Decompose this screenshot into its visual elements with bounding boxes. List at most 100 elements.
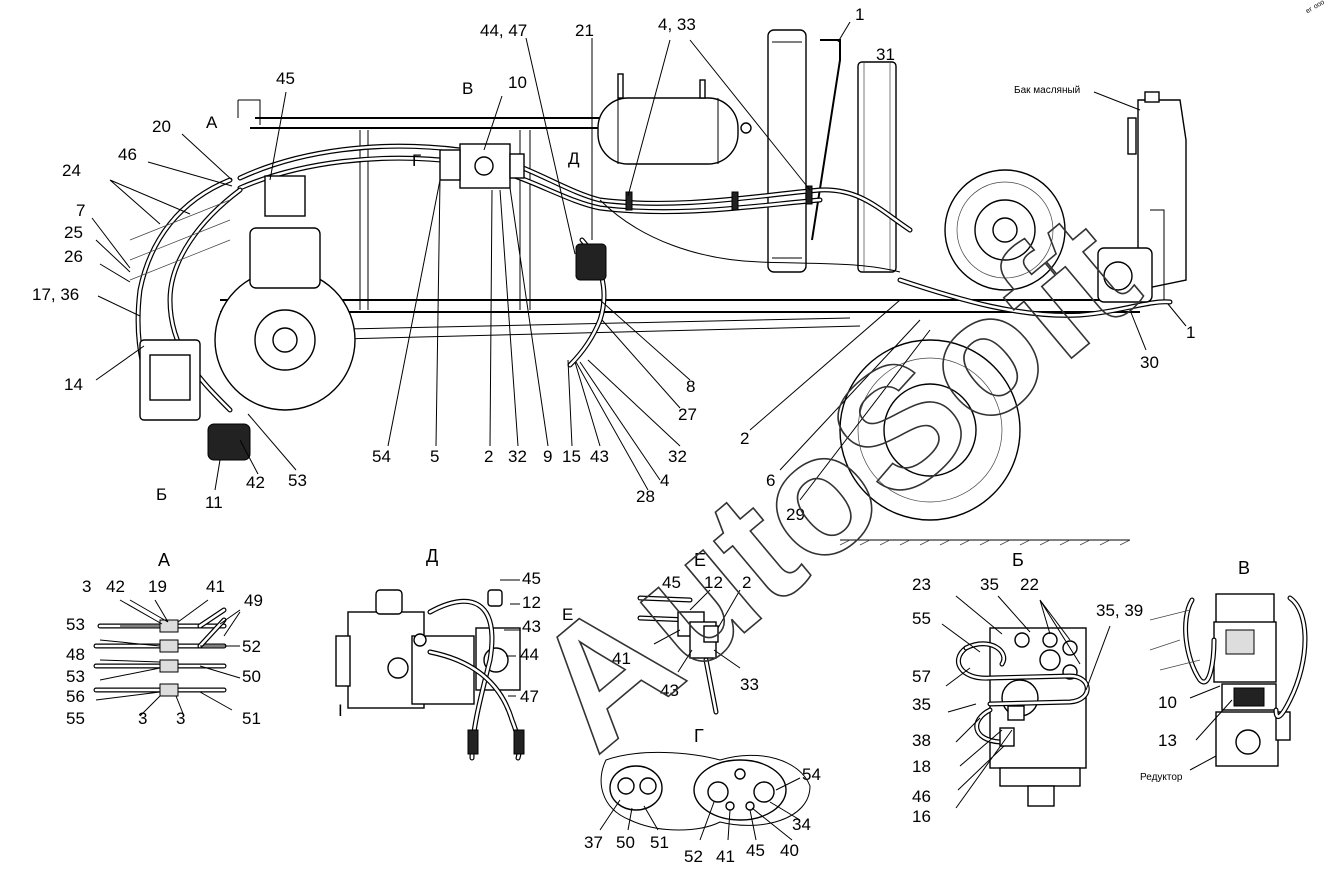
- label-25: 25: [64, 223, 83, 242]
- ve-label-43: 43: [660, 681, 679, 700]
- label-15: 15: [562, 447, 581, 466]
- label-9: 9: [543, 447, 552, 466]
- ve-label-45: 45: [662, 573, 681, 592]
- vg-label-50: 50: [616, 833, 635, 852]
- label-45: 45: [276, 69, 295, 88]
- radiator: [767, 29, 807, 273]
- vv-label-10: 10: [1158, 693, 1177, 712]
- label-43: 43: [590, 447, 609, 466]
- label-32a: 32: [508, 447, 527, 466]
- view-a-title: А: [158, 550, 170, 570]
- label-view-v: В: [462, 79, 473, 98]
- label-2b: 2: [740, 429, 749, 448]
- vd-label-43: 43: [522, 617, 541, 636]
- tank-label: Бак масляный: [1014, 85, 1080, 96]
- main-assembly: [91, 21, 1187, 546]
- receiver-tank: [597, 97, 739, 165]
- vb-label-22: 22: [1020, 575, 1039, 594]
- vg-label-40: 40: [780, 841, 799, 860]
- view-g-title: Г: [694, 726, 704, 746]
- label-10: 10: [508, 73, 527, 92]
- vb-label-46: 46: [912, 787, 931, 806]
- view-e: Е 45 12 2 41 43 33: [612, 550, 759, 715]
- vg-label-54: 54: [802, 765, 821, 784]
- vd-label-e: Е: [562, 605, 573, 624]
- view-b: Б 23 35 22 35, 39 55 57 35 38 18 46 16: [912, 550, 1143, 826]
- vv-label-13: 13: [1158, 731, 1177, 750]
- va-label-41: 41: [206, 577, 225, 596]
- vb-label-23: 23: [912, 575, 931, 594]
- label-view-b: Б: [156, 485, 167, 504]
- va-label-53a: 53: [66, 615, 85, 634]
- view-g: Г 54 34 37 50 51 52 41 45 40: [584, 726, 821, 866]
- vg-label-52: 52: [684, 847, 703, 866]
- vb-label-38: 38: [912, 731, 931, 750]
- view-v: В 10 13 Редуктор: [1140, 558, 1308, 783]
- view-d: Д 45 12 43 Е 44 47 I: [335, 546, 573, 761]
- vd-label-i: I: [338, 701, 343, 720]
- va-label-3b: 3: [138, 709, 147, 728]
- label-54: 54: [372, 447, 391, 466]
- va-label-52: 52: [242, 637, 261, 656]
- va-label-56: 56: [66, 687, 85, 706]
- main-labels: 1 31 4, 33 21 44, 47 В 10 45 А 20 46 Г Д…: [32, 5, 1195, 524]
- ve-label-41: 41: [612, 649, 631, 668]
- vg-label-41: 41: [716, 847, 735, 866]
- vg-label-37: 37: [584, 833, 603, 852]
- ve-label-2: 2: [742, 573, 751, 592]
- va-label-50: 50: [242, 667, 261, 686]
- view-v-title: В: [1238, 558, 1250, 578]
- label-6: 6: [766, 471, 775, 490]
- label-44-47: 44, 47: [480, 21, 527, 40]
- va-label-49: 49: [244, 591, 263, 610]
- va-label-3c: 3: [176, 709, 185, 728]
- label-26: 26: [64, 247, 83, 266]
- label-20: 20: [152, 117, 171, 136]
- vb-label-57: 57: [912, 667, 931, 686]
- label-4-33: 4, 33: [658, 15, 696, 34]
- motor-11: [207, 423, 251, 461]
- ve-label-12: 12: [704, 573, 723, 592]
- label-28: 28: [636, 487, 655, 506]
- vv-label-reducer: Редуктор: [1140, 772, 1183, 783]
- label-2a: 2: [484, 447, 493, 466]
- label-8: 8: [686, 377, 695, 396]
- va-label-19: 19: [148, 577, 167, 596]
- vb-label-18: 18: [912, 757, 931, 776]
- vb-label-16: 16: [912, 807, 931, 826]
- label-31: 31: [876, 45, 895, 64]
- label-1-right: 1: [1186, 323, 1195, 342]
- vg-label-34: 34: [792, 815, 811, 834]
- vb-label-35a: 35: [980, 575, 999, 594]
- label-53: 53: [288, 471, 307, 490]
- view-e-title: Е: [694, 550, 706, 570]
- view-d-title: Д: [426, 546, 438, 566]
- label-view-d: Д: [568, 149, 580, 168]
- label-4b: 4: [660, 471, 669, 490]
- va-label-48: 48: [66, 645, 85, 664]
- va-label-3a: 3: [82, 577, 91, 596]
- vd-label-45: 45: [522, 569, 541, 588]
- label-42: 42: [246, 473, 265, 492]
- label-27: 27: [678, 405, 697, 424]
- label-view-a: А: [206, 113, 218, 132]
- label-32b: 32: [668, 447, 687, 466]
- label-17-36: 17, 36: [32, 285, 79, 304]
- vd-label-44: 44: [520, 645, 539, 664]
- label-30: 30: [1140, 353, 1159, 372]
- label-5: 5: [430, 447, 439, 466]
- vb-label-55: 55: [912, 609, 931, 628]
- va-label-51: 51: [242, 709, 261, 728]
- vg-label-51: 51: [650, 833, 669, 852]
- label-24: 24: [62, 161, 81, 180]
- view-a: А 3 42 19 41 49 53 52 48 53 50 56 55 3 3…: [66, 550, 263, 728]
- vd-label-12: 12: [522, 593, 541, 612]
- label-1-top: 1: [855, 5, 864, 24]
- label-29: 29: [786, 505, 805, 524]
- vg-label-45: 45: [746, 841, 765, 860]
- vb-label-35-39: 35, 39: [1096, 601, 1143, 620]
- label-46: 46: [118, 145, 137, 164]
- vb-label-35b: 35: [912, 695, 931, 714]
- label-14: 14: [64, 375, 83, 394]
